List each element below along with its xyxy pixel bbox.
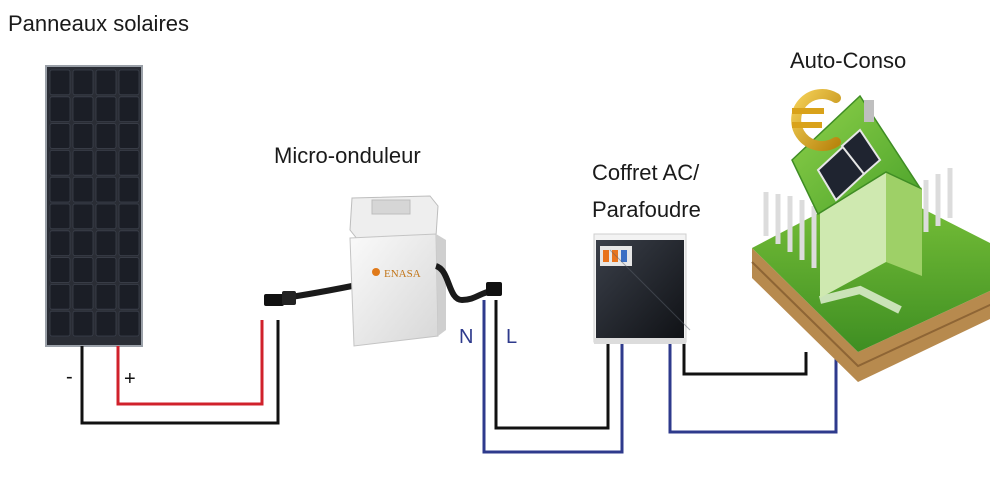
- micro-inverter-icon: ENASA: [349, 195, 446, 347]
- solar-cell: [72, 176, 94, 203]
- solar-cell: [49, 230, 71, 257]
- solar-cell: [95, 69, 117, 96]
- ac-wires-inverter-to-box: [482, 300, 624, 454]
- solar-cell: [118, 176, 140, 203]
- solar-cell: [118, 96, 140, 123]
- solar-cell: [49, 283, 71, 310]
- solar-cell: [95, 96, 117, 123]
- solar-cell: [118, 123, 140, 149]
- solar-cell: [49, 69, 71, 96]
- solar-cell: [49, 203, 71, 230]
- solar-cell: [95, 230, 117, 257]
- ac-breaker-box-icon: [593, 233, 691, 344]
- house-neutral-wire: [668, 344, 838, 434]
- solar-cell: [49, 257, 71, 283]
- ac-output-cable: [434, 263, 502, 304]
- self-consumption-label: Auto-Conso: [790, 48, 907, 73]
- inverter-brand: ENASA: [384, 268, 421, 280]
- house-live-wire: [682, 344, 808, 376]
- solar-cell: [118, 310, 140, 337]
- solar-cell: [118, 283, 140, 310]
- ac-box-label-line2: Parafoudre: [592, 197, 701, 222]
- dc-positive-wire: [116, 320, 264, 406]
- solar-cell: [118, 149, 140, 176]
- solar-cell: [118, 230, 140, 257]
- live-label: L: [506, 326, 518, 348]
- solar-cell: [95, 257, 117, 283]
- solar-cell: [95, 123, 117, 149]
- minus-label: -: [66, 366, 73, 388]
- plus-label: +: [124, 368, 136, 390]
- solar-cell: [118, 69, 140, 96]
- solar-cell: [95, 176, 117, 203]
- ac-box-label-line1: Coffret AC/: [592, 160, 700, 185]
- solar-cell: [72, 310, 94, 337]
- solar-cell: [72, 230, 94, 257]
- solar-cell: [72, 257, 94, 283]
- solar-cell: [49, 310, 71, 337]
- house-icon: [751, 94, 990, 382]
- ac-live-wire: [494, 300, 610, 430]
- solar-cell: [95, 149, 117, 176]
- solar-cell: [118, 257, 140, 283]
- solar-panel-icon: [45, 65, 143, 347]
- solar-cell: [95, 310, 117, 337]
- solar-cell: [49, 176, 71, 203]
- solar-cell: [95, 283, 117, 310]
- dc-negative-wire: [80, 320, 280, 425]
- solar-cell: [72, 203, 94, 230]
- solar-cell: [49, 149, 71, 176]
- solar-cell: [72, 283, 94, 310]
- dc-wires: [80, 320, 280, 425]
- dc-input-cable: [264, 283, 353, 306]
- solar-cell: [118, 203, 140, 230]
- euro-icon: [791, 89, 841, 151]
- solar-cell: [49, 123, 71, 149]
- solar-panels-label: Panneaux solaires: [8, 11, 190, 36]
- solar-cell: [49, 96, 71, 123]
- solar-cell: [72, 123, 94, 149]
- solar-cell: [72, 149, 94, 176]
- solar-cell: [95, 203, 117, 230]
- solar-cell: [72, 69, 94, 96]
- solar-cell: [72, 96, 94, 123]
- ac-wires-box-to-house: [668, 344, 838, 434]
- ac-neutral-wire: [482, 300, 624, 454]
- neutral-label: N: [459, 326, 474, 348]
- micro-inverter-label: Micro-onduleur: [274, 143, 421, 168]
